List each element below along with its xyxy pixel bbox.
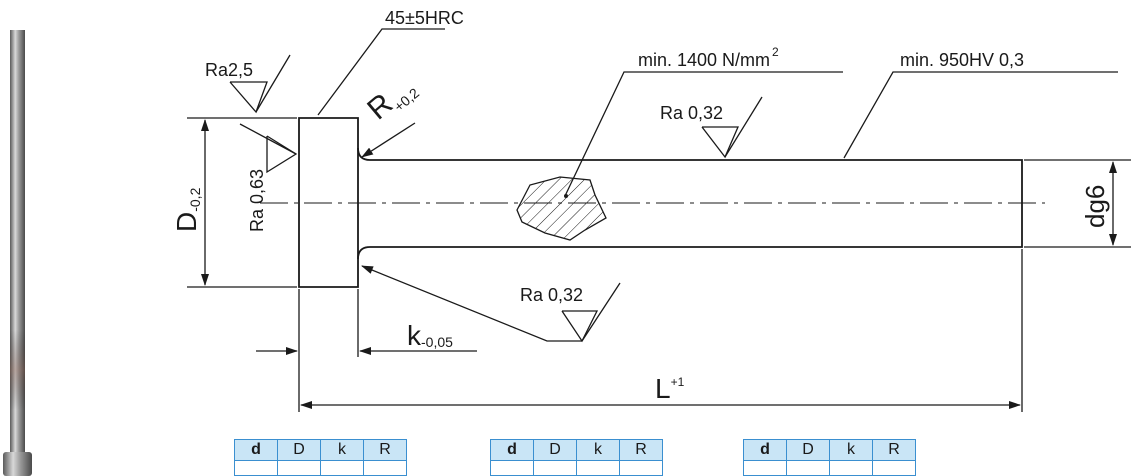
hardness-head-label: 45±5HRC <box>385 8 464 28</box>
header-d: d <box>490 439 534 461</box>
ra-shaft-bottom-leader <box>361 265 582 342</box>
dimension-table-3: d D k R <box>743 439 916 476</box>
table-cell <box>829 460 873 476</box>
header-D: D <box>277 439 321 461</box>
ra-head-face-tail <box>239 123 297 155</box>
dim-D-label: D-0,2 <box>171 187 203 232</box>
tensile-text: min. 1400 N/mm <box>638 50 770 70</box>
dim-D-symbol: D <box>171 212 202 232</box>
table-cell <box>490 460 534 476</box>
header-k: k <box>829 439 873 461</box>
ra-shaft-bottom-label: Ra 0,32 <box>520 285 583 305</box>
table-cell <box>320 460 364 476</box>
dimension-table-2: d D k R <box>490 439 663 476</box>
table-row <box>234 460 407 476</box>
tensile-superscript: 2 <box>772 45 779 59</box>
header-D: D <box>786 439 830 461</box>
table-cell <box>743 460 787 476</box>
table-header-row: d D k R <box>490 439 663 461</box>
ra-shaft-bottom-tail <box>581 282 621 342</box>
table-cell <box>277 460 321 476</box>
ra-shaft-top-tail <box>724 96 763 158</box>
table-cell <box>363 460 407 476</box>
dim-k-label: k-0,05 <box>407 320 453 351</box>
header-k: k <box>576 439 620 461</box>
dim-L-label: L+1 <box>655 373 685 404</box>
hardness-head-leader <box>317 28 445 116</box>
ra-shaft-top-symbol <box>701 126 739 159</box>
surface-hardness-leader <box>843 71 1118 159</box>
ra-head-top-symbol <box>229 81 268 114</box>
table-cell <box>576 460 620 476</box>
ra-head-top-tail <box>255 54 291 113</box>
ra-shaft-bottom-symbol <box>561 310 599 343</box>
dim-D-tolerance: -0,2 <box>187 187 203 211</box>
dim-d-label: dg6 <box>1080 185 1110 228</box>
header-d: d <box>743 439 787 461</box>
ra-shaft-top-label: Ra 0,32 <box>660 103 723 123</box>
tensile-leader <box>564 71 843 197</box>
ra-head-face-label: Ra 0,63 <box>247 169 267 232</box>
table-row <box>490 460 663 476</box>
header-k: k <box>320 439 364 461</box>
dim-L-symbol: L <box>655 373 671 404</box>
radius-label: R+0,2 <box>361 69 422 128</box>
dim-k-tolerance: -0,05 <box>421 334 453 350</box>
dimension-table-1: d D k R <box>234 439 407 476</box>
table-cell <box>619 460 663 476</box>
dim-k-symbol: k <box>407 320 422 351</box>
section-center-dot <box>564 194 568 198</box>
ejector-pin-photo <box>3 30 32 476</box>
dimension-tables: d D k R d D k R d D k R <box>0 439 1131 476</box>
radius-leader <box>361 122 416 158</box>
ra-head-face-symbol <box>266 135 298 174</box>
pin-head-outline <box>298 117 359 288</box>
table-cell <box>533 460 577 476</box>
table-cell <box>234 460 278 476</box>
header-d: d <box>234 439 278 461</box>
header-R: R <box>872 439 916 461</box>
table-cell <box>872 460 916 476</box>
section-breakout <box>516 176 607 241</box>
table-row <box>743 460 916 476</box>
dim-L-tolerance: +1 <box>671 375 685 389</box>
header-D: D <box>533 439 577 461</box>
table-header-row: d D k R <box>234 439 407 461</box>
header-R: R <box>363 439 407 461</box>
ra-head-top-label: Ra2,5 <box>205 60 253 80</box>
table-cell <box>786 460 830 476</box>
table-header-row: d D k R <box>743 439 916 461</box>
surface-hardness-label: min. 950HV 0,3 <box>900 50 1024 70</box>
header-R: R <box>619 439 663 461</box>
